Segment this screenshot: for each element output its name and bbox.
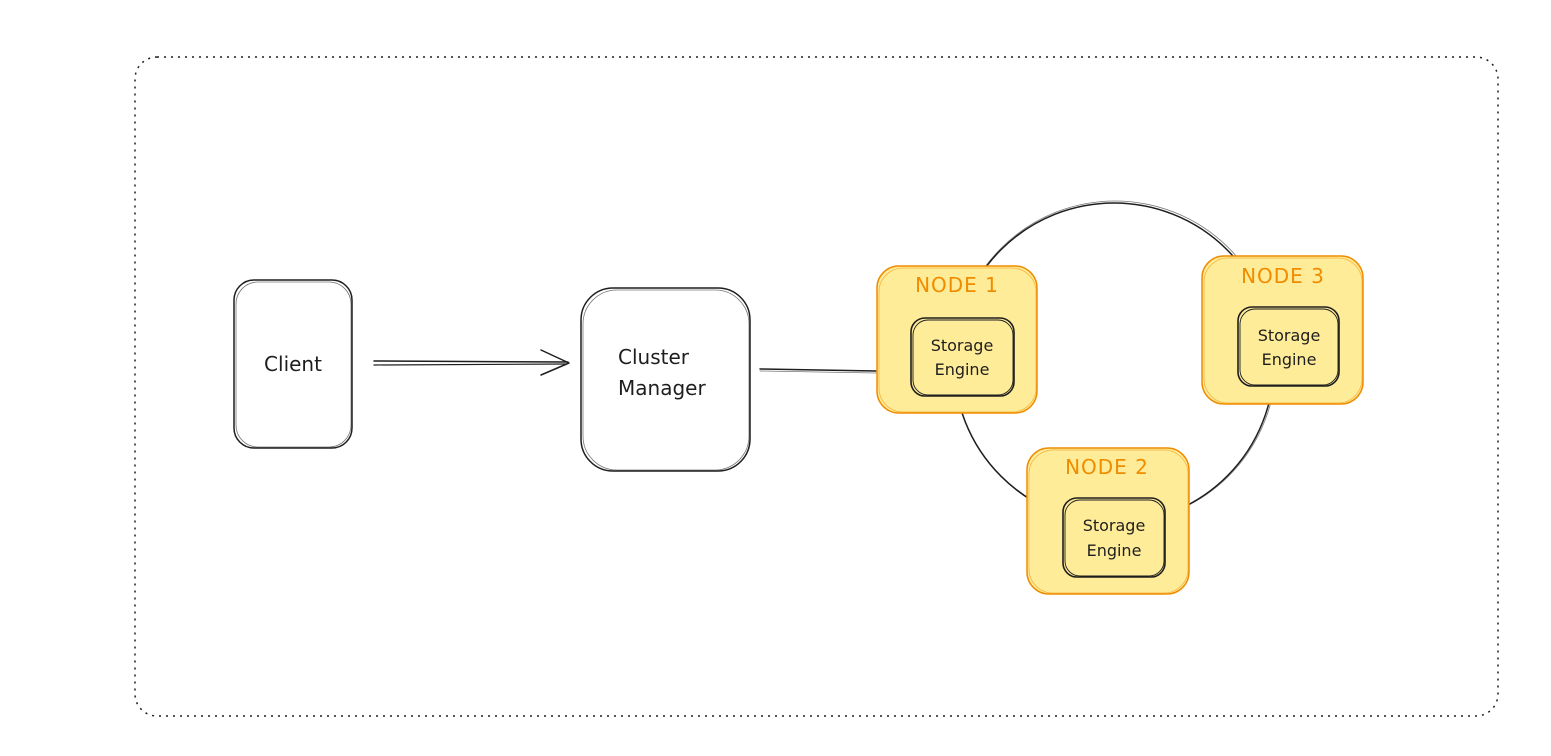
node-3-storage-engine: Storage Engine [1237,306,1340,387]
node-1: NODE 1 Storage Engine [876,265,1038,414]
client-to-manager-arrow [373,349,570,376]
node-3: NODE 3 Storage Engine [1201,255,1364,405]
node-1-engine-line1: Storage [931,336,994,355]
system-boundary [134,56,1499,717]
cluster-manager-label-line2: Manager [618,376,706,400]
node-1-storage-engine: Storage Engine [910,317,1015,397]
node-1-engine-line2: Engine [935,360,990,379]
node-2-engine-line2: Engine [1087,541,1142,560]
node-2-storage-engine: Storage Engine [1062,497,1166,578]
manager-to-node1-connector [759,368,877,374]
client-box: Client [233,279,353,449]
node-3-engine-line2: Engine [1262,350,1317,369]
cluster-manager-box: Cluster Manager [580,287,751,472]
client-label: Client [264,352,322,376]
node-3-engine-line1: Storage [1258,326,1321,345]
node-1-title: NODE 1 [915,273,999,297]
node-3-title: NODE 3 [1241,264,1325,288]
node-2-title: NODE 2 [1065,455,1149,479]
cluster-manager-label-line1: Cluster [618,345,690,369]
node-2: NODE 2 Storage Engine [1026,447,1190,595]
node-2-engine-line1: Storage [1083,516,1146,535]
